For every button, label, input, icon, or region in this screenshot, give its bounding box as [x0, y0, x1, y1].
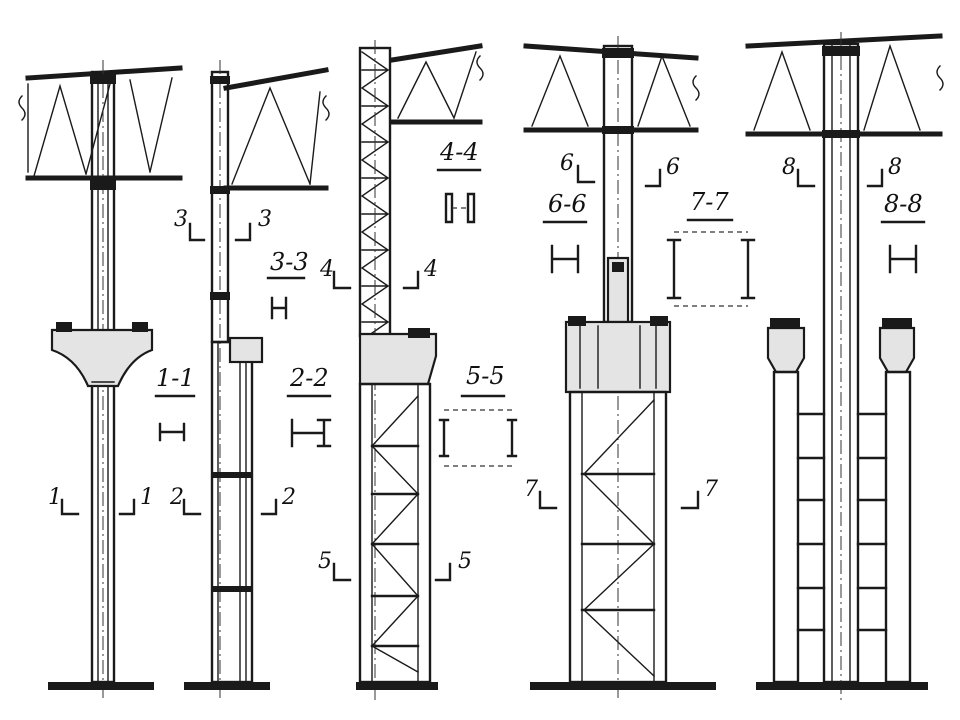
section-2-2: 2-2	[286, 364, 332, 448]
base-plate-5	[756, 682, 928, 690]
section-title-3-3: 3-3	[270, 248, 309, 276]
column-1: 1-1 1 1	[18, 60, 196, 700]
cut-label-1-right: 1	[140, 485, 154, 510]
section-8-8: 8-8	[880, 190, 926, 274]
cut-label-5-left: 5	[318, 549, 332, 574]
section-4-4: 4-4	[436, 138, 482, 224]
column-4: 6-6 6 6 7-7 7 7	[523, 36, 756, 700]
column-5: 8-8 8 8	[745, 32, 944, 700]
section-title-4-4: 4-4	[439, 138, 479, 166]
cut-mark-2: 2 2	[169, 485, 296, 516]
cut-label-3-right: 3	[258, 207, 272, 232]
column-upper-part-4	[602, 36, 634, 700]
section-title-7-7: 7-7	[690, 188, 729, 216]
crane-bracket-4	[564, 316, 672, 394]
cut-label-7-left: 7	[524, 477, 538, 502]
section-title-6-6: 6-6	[548, 190, 587, 218]
cut-mark-6: 6 6	[560, 151, 680, 188]
section-3-3: 3-3	[266, 248, 309, 320]
cut-label-6-left: 6	[560, 151, 574, 176]
section-title-1-1: 1-1	[156, 364, 195, 392]
cut-label-8-left: 8	[782, 155, 796, 180]
crane-bracket-3	[358, 328, 438, 386]
roof-truss-3	[389, 43, 484, 125]
cut-mark-3: 3 3	[174, 207, 272, 242]
base-plate-2	[184, 682, 270, 690]
section-7-7: 7-7	[666, 188, 756, 307]
column-3: 4-4 4 4 5-5 5 5	[318, 40, 518, 700]
section-1-1: 1-1	[154, 364, 196, 442]
cut-label-6-right: 6	[666, 155, 680, 180]
lower-lattice-3	[358, 382, 432, 684]
connecting-plates-5	[796, 412, 888, 632]
cut-label-3-left: 3	[174, 207, 188, 232]
roof-truss-2	[223, 67, 330, 191]
section-title-2-2: 2-2	[289, 364, 329, 392]
base-plate-3	[356, 682, 438, 690]
base-plate-1	[48, 682, 154, 690]
cut-label-1-left: 1	[48, 485, 62, 510]
section-5-5: 5-5	[438, 362, 518, 467]
cut-label-5-right: 5	[458, 549, 472, 574]
cut-label-2-right: 2	[281, 485, 296, 510]
section-title-5-5: 5-5	[466, 362, 505, 390]
cut-mark-8: 8 8	[782, 155, 902, 188]
main-column-5	[822, 32, 860, 700]
cut-label-7-right: 7	[704, 477, 718, 502]
cut-mark-7: 7 7	[524, 477, 718, 510]
cut-label-2-left: 2	[169, 485, 184, 510]
cut-label-4-right: 4	[423, 257, 438, 282]
cut-mark-1: 1 1	[48, 485, 154, 516]
base-plate-4	[530, 682, 716, 690]
roof-truss-1	[18, 65, 183, 181]
cut-mark-5: 5 5	[318, 549, 472, 582]
crane-bracket-1	[50, 322, 154, 388]
roof-truss-4	[523, 43, 700, 133]
section-title-8-8: 8-8	[884, 190, 923, 218]
cut-mark-4: 4 4	[319, 257, 438, 290]
section-6-6: 6-6	[542, 190, 588, 274]
cut-label-8-right: 8	[888, 155, 902, 180]
column-2: 3-3 3 3 2-2 2 2	[169, 60, 332, 700]
cut-label-4-left: 4	[319, 257, 334, 282]
